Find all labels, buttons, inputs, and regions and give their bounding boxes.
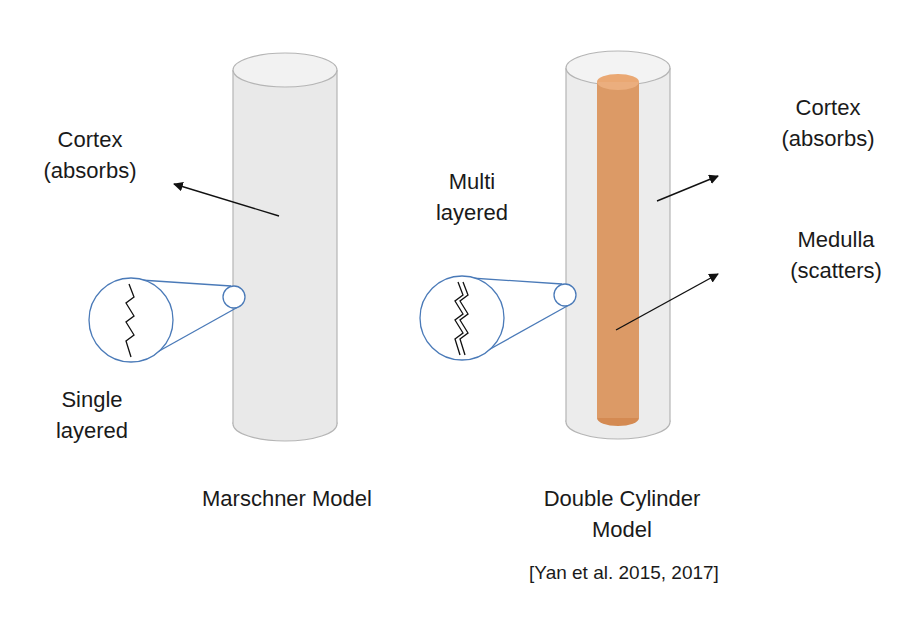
model-caption: Marschner Model bbox=[157, 483, 417, 514]
part-label: Medulla (scatters) bbox=[775, 224, 897, 286]
single-cylinder bbox=[233, 53, 337, 441]
leader-arrow bbox=[616, 274, 718, 330]
cuticle-layer bbox=[126, 284, 134, 357]
leader-arrow bbox=[174, 184, 279, 216]
layer-label: Multi layered bbox=[422, 166, 522, 228]
double-cylinder bbox=[566, 51, 670, 439]
leader-arrow bbox=[657, 176, 718, 201]
layer-label: Single layered bbox=[42, 384, 142, 446]
part-label: Cortex (absorbs) bbox=[34, 124, 146, 186]
magnifier bbox=[89, 278, 245, 362]
part-label: Cortex (absorbs) bbox=[772, 92, 884, 154]
cuticle-layers bbox=[455, 282, 468, 355]
citation: [Yan et al. 2015, 2017] bbox=[484, 559, 764, 586]
model-caption: Double Cylinder Model bbox=[527, 483, 717, 545]
magnifier bbox=[420, 276, 576, 360]
